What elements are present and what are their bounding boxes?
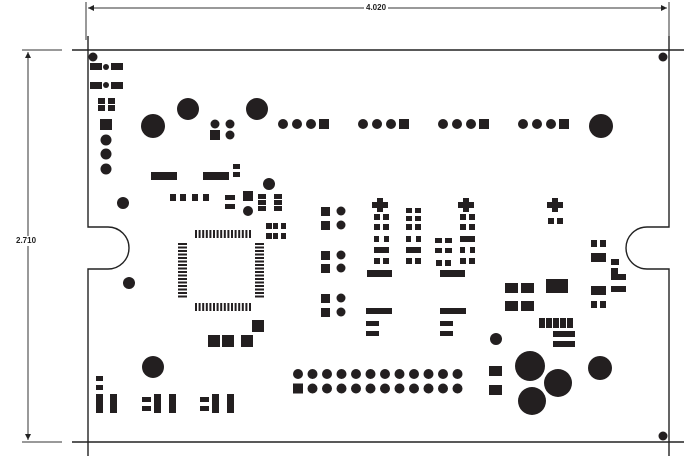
- pads: [88, 52, 668, 441]
- mounting-hole: [658, 431, 668, 441]
- header-3: [438, 119, 489, 129]
- mounting-hole: [88, 52, 98, 62]
- qfp-bottom-pins: [195, 303, 251, 311]
- header-1: [278, 119, 329, 129]
- header-4: [518, 119, 569, 129]
- qfp-pins: [178, 230, 264, 311]
- header-2x12: [293, 369, 463, 394]
- header-2: [358, 119, 409, 129]
- mounting-hole: [658, 52, 668, 62]
- width-dimension-label: 4.020: [364, 3, 389, 13]
- qfp-right-pins: [255, 243, 264, 298]
- qfp-top-pins: [195, 230, 251, 238]
- height-dimension-label: 2.710: [14, 236, 39, 246]
- qfp-left-pins: [178, 243, 187, 298]
- board-outline: [72, 36, 684, 456]
